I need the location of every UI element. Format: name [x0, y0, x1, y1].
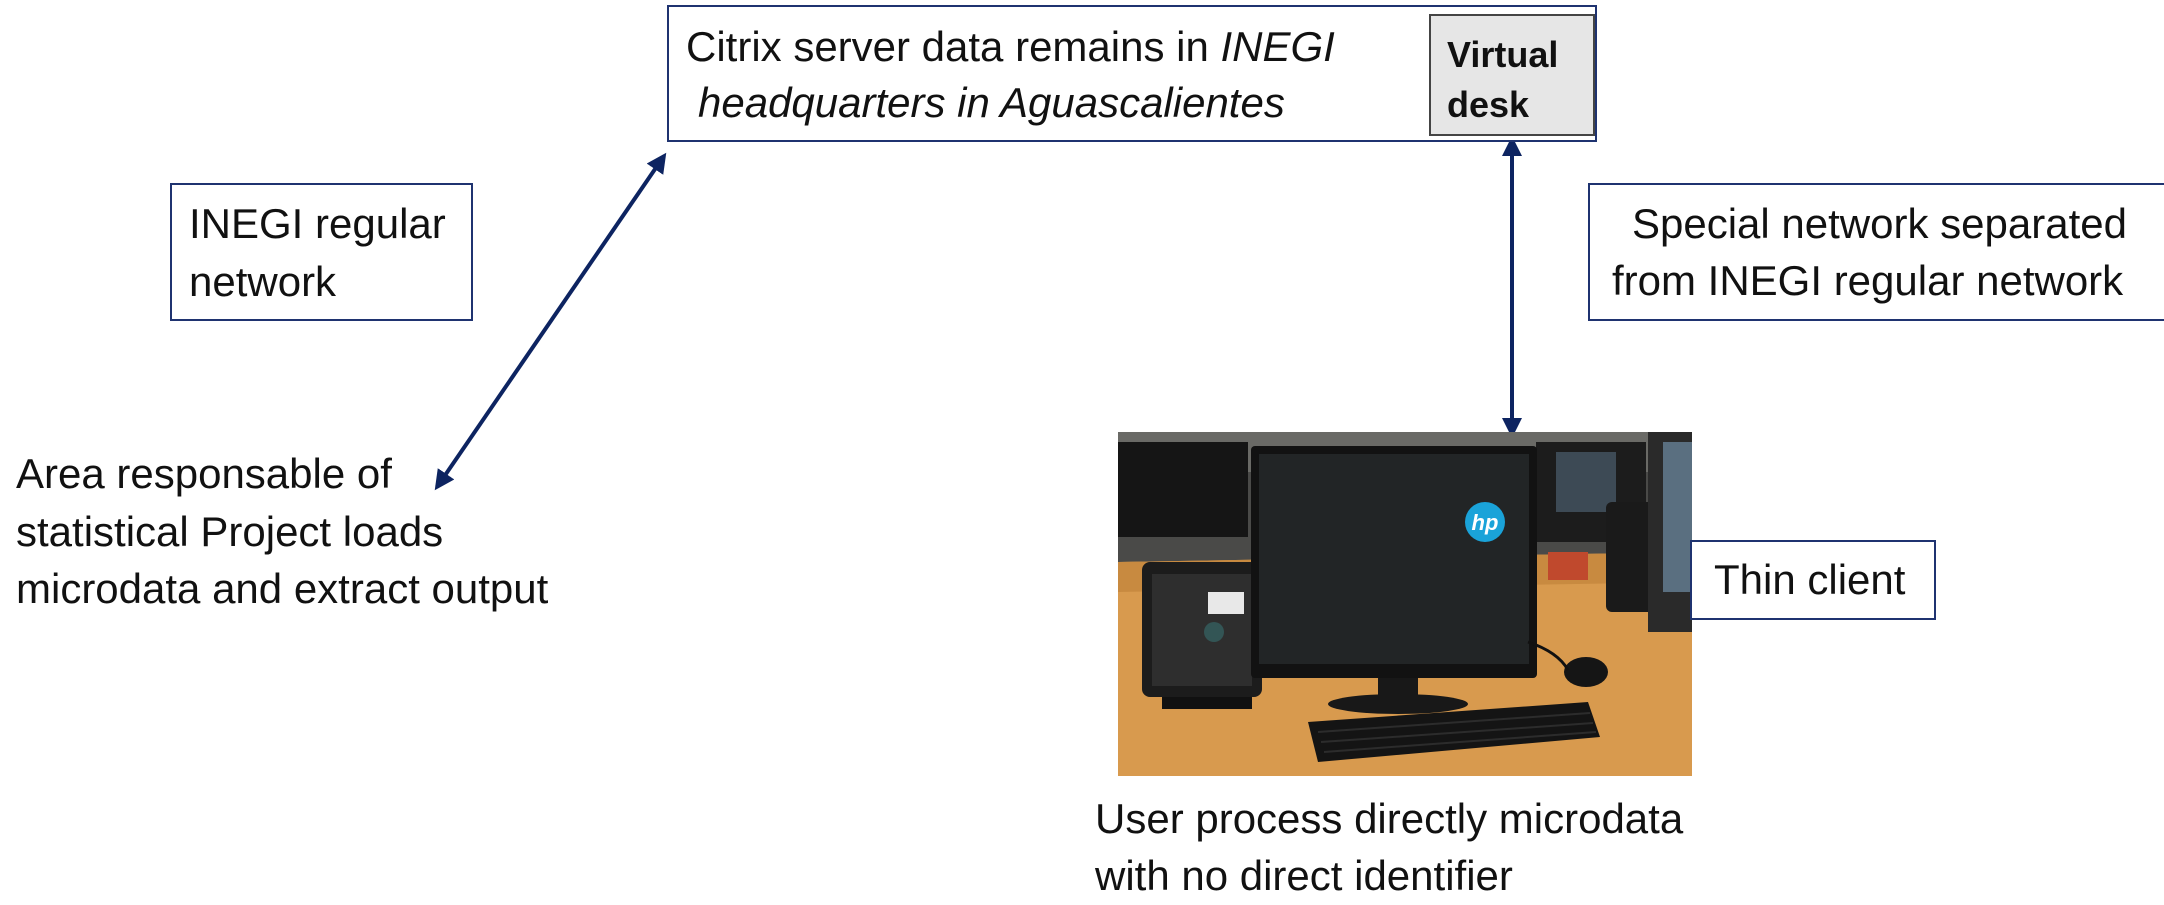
citrix-server-text-line1: Citrix server data remains in INEGI: [686, 18, 1335, 76]
thin-client-label: Thin client: [1714, 556, 1906, 603]
user-text-line2: with no direct identifier: [1095, 852, 1513, 899]
thin-client-box: [1690, 540, 1936, 620]
area-text-line3: microdata and extract output: [16, 565, 549, 612]
virtual-desk-box: Virtual desk: [1429, 14, 1595, 136]
special-network-label-line2: from INEGI regular network: [1612, 257, 2124, 304]
hp-logo-text: hp: [1472, 510, 1499, 535]
regular-network-arrow: [434, 152, 667, 491]
hp-logo-icon: [1465, 502, 1505, 542]
regular-network-box: [170, 183, 473, 321]
background-monitor-icon: [1118, 442, 1248, 537]
thin-client-photo: hp: [1118, 432, 1692, 776]
side-thin-client-icon: [1606, 502, 1656, 612]
area-text-line2: statistical Project loads: [16, 508, 444, 555]
mouse-icon: [1564, 657, 1608, 687]
virtual-desk-label: Virtual desk: [1447, 34, 1559, 125]
area-text-line1: Area responsable of: [16, 450, 392, 497]
citrix-server-text-line2: headquarters in Aguascalientes: [698, 79, 1285, 126]
citrix-server-text-prefix: Citrix server data remains in: [686, 23, 1221, 70]
user-text-line1: User process directly microdata: [1095, 795, 1684, 842]
special-network-label-line1: Special network separated: [1632, 200, 2127, 247]
special-network-box: [1588, 183, 2164, 321]
citrix-server-text-inegi: INEGI: [1220, 23, 1335, 70]
regular-network-label: INEGI regular network: [189, 200, 446, 305]
